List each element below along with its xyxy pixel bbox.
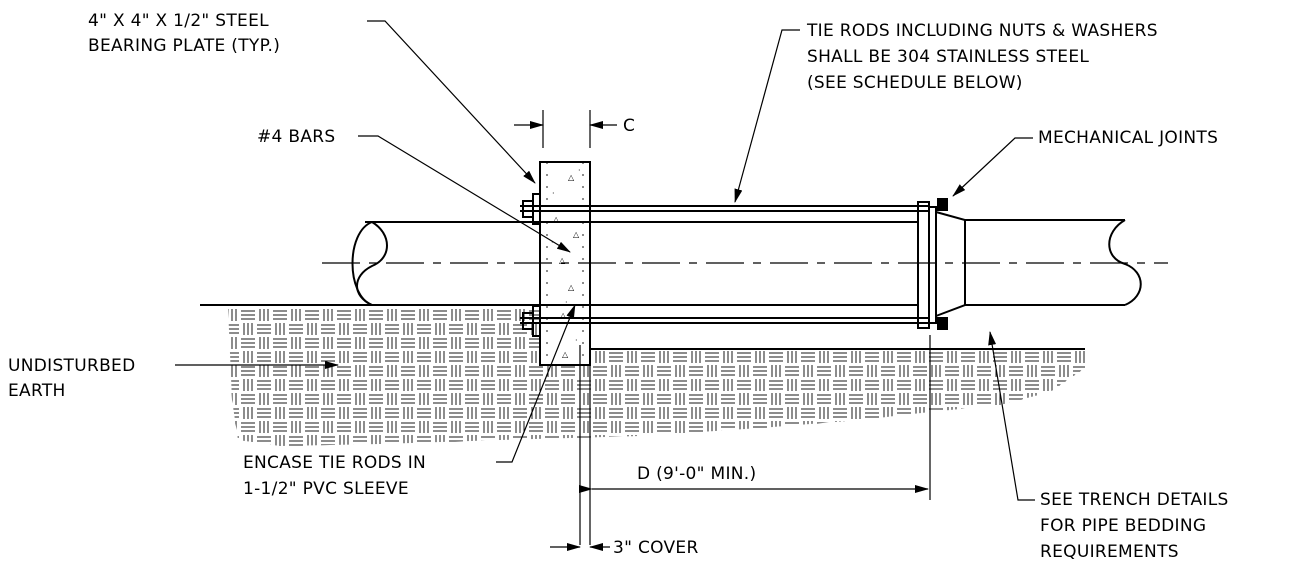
svg-text:1-1/2" PVC SLEEVE: 1-1/2" PVC SLEEVE xyxy=(243,479,409,499)
svg-text:BEARING PLATE (TYP.): BEARING PLATE (TYP.) xyxy=(88,36,280,56)
svg-text:△: △ xyxy=(560,311,567,320)
svg-text:TIE RODS INCLUDING NUTS & WASH: TIE RODS INCLUDING NUTS & WASHERS xyxy=(806,21,1158,41)
leader-lines xyxy=(175,20,1035,501)
svg-text:△: △ xyxy=(562,350,569,359)
svg-text:·: · xyxy=(552,189,555,198)
svg-text:△: △ xyxy=(568,173,575,182)
trench-details-callout: SEE TRENCH DETAILS FOR PIPE BEDDING REQU… xyxy=(1040,490,1229,562)
tie-rods xyxy=(520,205,930,324)
thrust-block: △·△ △△△ △·· ··△ xyxy=(539,161,591,366)
dimension-c-label: C xyxy=(623,116,635,136)
svg-text:REQUIREMENTS: REQUIREMENTS xyxy=(1040,542,1179,562)
svg-text:·: · xyxy=(575,336,578,345)
svg-text:EARTH: EARTH xyxy=(8,381,66,401)
svg-text:4" X 4" X 1/2" STEEL: 4" X 4" X 1/2" STEEL xyxy=(88,11,269,31)
svg-text:·: · xyxy=(565,298,568,307)
mechanical-joints-callout: MECHANICAL JOINTS xyxy=(1038,128,1218,148)
undisturbed-earth-hatch xyxy=(228,307,1085,446)
bars-callout: #4 BARS xyxy=(257,127,335,147)
dimension-cover xyxy=(550,345,610,551)
mechanical-joint xyxy=(917,198,966,330)
encase-tie-rods-callout: ENCASE TIE RODS IN 1-1/2" PVC SLEEVE xyxy=(243,453,426,499)
dimension-d-label: D (9'-0" MIN.) xyxy=(637,464,756,484)
svg-text:UNDISTURBED: UNDISTURBED xyxy=(8,356,136,376)
dimension-c xyxy=(514,110,617,148)
svg-text:△: △ xyxy=(559,256,566,265)
svg-text:·: · xyxy=(551,238,554,247)
svg-text:FOR PIPE BEDDING: FOR PIPE BEDDING xyxy=(1040,516,1206,536)
tie-rods-callout: TIE RODS INCLUDING NUTS & WASHERS SHALL … xyxy=(806,21,1158,93)
svg-text:SHALL BE 304 STAINLESS STEEL: SHALL BE 304 STAINLESS STEEL xyxy=(807,47,1089,67)
bearing-plate-upper xyxy=(522,193,541,225)
svg-text:△: △ xyxy=(573,230,580,239)
bearing-plate-callout: 4" X 4" X 1/2" STEEL BEARING PLATE (TYP.… xyxy=(88,11,280,56)
svg-text:ENCASE TIE RODS IN: ENCASE TIE RODS IN xyxy=(243,453,426,473)
undisturbed-earth-callout: UNDISTURBED EARTH xyxy=(8,356,136,401)
cover-label: 3" COVER xyxy=(613,538,699,558)
dimension-d xyxy=(579,335,931,545)
svg-text:SEE TRENCH DETAILS: SEE TRENCH DETAILS xyxy=(1040,490,1229,510)
svg-text:(SEE SCHEDULE BELOW): (SEE SCHEDULE BELOW) xyxy=(807,73,1023,93)
svg-text:△: △ xyxy=(568,283,575,292)
bearing-plate-lower xyxy=(522,305,541,337)
svg-text:△: △ xyxy=(553,215,560,224)
svg-text:·: · xyxy=(578,166,581,175)
